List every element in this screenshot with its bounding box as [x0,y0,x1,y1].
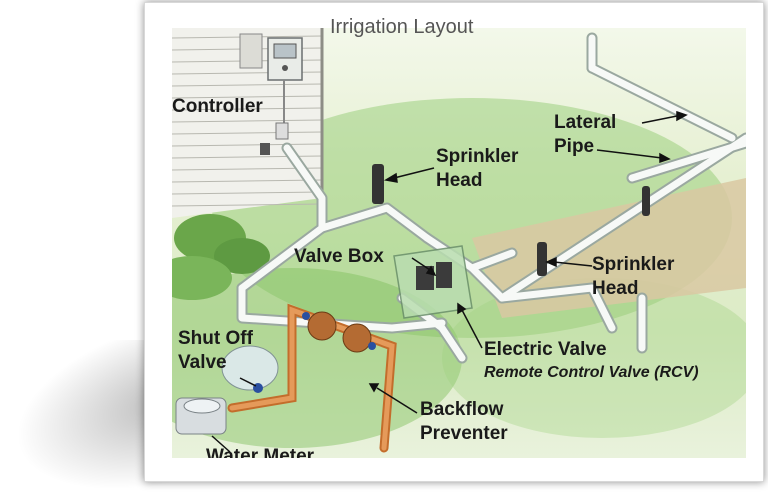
label-rcv: Remote Control Valve (RCV) [484,364,699,381]
label-sprinkler-head-1-line1: Sprinkler [436,146,519,167]
label-sprinkler-head-2-line1: Sprinkler [592,254,675,275]
controller-box [239,33,303,155]
label-electric-valve: Electric Valve [484,339,607,360]
backflow-preventer-parts [302,311,376,353]
label-shut-off-valve-line2: Valve [178,352,227,373]
label-sprinkler-head-2-line2: Head [592,278,639,299]
label-backflow-line1: Backflow [420,399,504,420]
label-backflow-line2: Preventer [420,423,508,444]
label-lateral-pipe-line1: Lateral [554,112,617,133]
label-sprinkler-head-1-line2: Head [436,170,483,191]
label-controller: Controller [172,96,263,117]
valve-box [393,245,473,319]
label-shut-off-valve-line1: Shut Off [178,328,253,349]
shut-off-valve-box [221,345,279,393]
diagram-title: Irrigation Layout [330,16,474,38]
label-valve-box: Valve Box [294,246,384,267]
irrigation-diagram: Controller Lateral Pipe Sprinkler Head V… [172,28,746,458]
diagram-illustration [172,28,746,453]
label-lateral-pipe-line2: Pipe [554,136,595,157]
water-meter [175,397,227,435]
sprinkler-heads [372,164,650,276]
label-water-meter: Water Meter [206,446,315,458]
